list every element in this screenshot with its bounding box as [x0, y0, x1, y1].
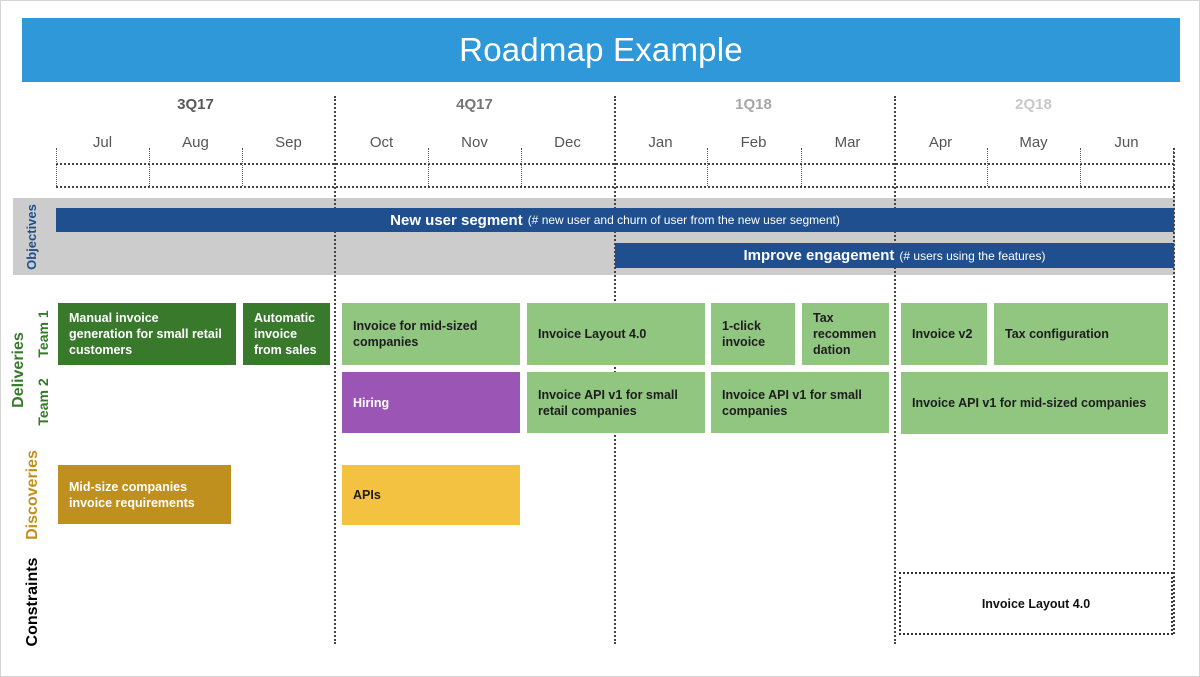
delivery-api-small-retail: Invoice API v1 for small retail companie… — [527, 372, 705, 433]
month-tick — [801, 148, 802, 186]
month-tick — [521, 148, 522, 186]
quarter-divider — [614, 96, 616, 644]
delivery-invoice-v2: Invoice v2 — [901, 303, 987, 365]
objective-title: Improve engagement — [743, 247, 895, 264]
delivery-label: Hiring — [353, 395, 390, 410]
delivery-invoice-mid-sized: Invoice for mid-sized companies — [342, 303, 520, 365]
delivery-automatic-invoice: Automatic invoice from sales — [243, 303, 330, 365]
row-label-discoveries: Discoveries — [24, 450, 41, 540]
delivery-label: Invoice v2 — [912, 327, 973, 341]
month-may: May — [1019, 134, 1048, 151]
delivery-label: Invoice API v1 for small retail companie… — [538, 387, 678, 418]
objective-note: (# new user and churn of user from the n… — [527, 213, 840, 227]
discovery-mid-size-requirements: Mid-size companies invoice requirements — [58, 465, 231, 524]
constraint-invoice-layout: Invoice Layout 4.0 — [899, 572, 1173, 635]
delivery-label: Invoice Layout 4.0 — [538, 327, 647, 341]
month-apr: Apr — [928, 134, 953, 151]
delivery-manual-invoice: Manual invoice generation for small reta… — [58, 303, 236, 365]
month-oct: Oct — [369, 134, 394, 151]
month-tick — [56, 148, 57, 186]
quarter-2q18: 2Q18 — [1015, 96, 1052, 113]
month-aug: Aug — [182, 134, 209, 151]
delivery-api-small-companies: Invoice API v1 for small companies — [711, 372, 889, 433]
delivery-tax-configuration: Tax configuration — [994, 303, 1168, 365]
delivery-one-click-invoice: 1-click invoice — [711, 303, 795, 365]
month-sep: Sep — [275, 134, 302, 151]
month-tick — [428, 148, 429, 186]
discovery-apis: APIs — [342, 465, 520, 525]
month-dec: Dec — [554, 134, 581, 151]
delivery-label: Automatic invoice from sales — [254, 311, 317, 357]
month-mar: Mar — [834, 134, 861, 151]
month-jun: Jun — [1114, 134, 1139, 151]
quarter-divider — [1173, 148, 1175, 634]
quarter-1q18: 1Q18 — [735, 96, 772, 113]
delivery-label: Invoice API v1 for small companies — [722, 387, 862, 418]
discovery-label: Mid-size companies invoice requirements — [69, 479, 195, 510]
objective-improve-engagement: Improve engagement (# users using the fe… — [615, 243, 1174, 268]
objective-new-user-segment: New user segment (# new user and churn o… — [56, 208, 1174, 232]
objective-title: New user segment — [390, 211, 523, 229]
quarter-divider — [334, 96, 336, 644]
objective-note: (# users using the features) — [899, 248, 1046, 263]
page-title: Roadmap Example — [459, 31, 743, 68]
month-tick — [1080, 148, 1081, 186]
title-bar: Roadmap Example — [22, 18, 1180, 82]
row-label-objectives: Objectives — [24, 204, 39, 270]
month-nov: Nov — [461, 134, 488, 151]
delivery-label: Invoice for mid-sized companies — [353, 319, 478, 349]
month-feb: Feb — [740, 134, 767, 151]
delivery-label: 1-click invoice — [722, 319, 766, 349]
month-tick — [242, 148, 243, 186]
row-label-team1: Team 1 — [35, 310, 51, 358]
quarter-divider — [894, 96, 896, 644]
row-label-deliveries: Deliveries — [10, 332, 27, 408]
delivery-label: Tax recommen dation — [813, 311, 877, 357]
delivery-tax-recommendation: Tax recommen dation — [802, 303, 889, 365]
quarter-3q17: 3Q17 — [177, 96, 214, 113]
row-label-constraints: Constraints — [24, 557, 41, 647]
delivery-hiring: Hiring — [342, 372, 520, 433]
quarter-4q17: 4Q17 — [456, 96, 493, 113]
delivery-label: Invoice API v1 for mid-sized companies — [912, 396, 1147, 410]
delivery-label: Manual invoice generation for small reta… — [69, 311, 222, 357]
delivery-api-mid-sized: Invoice API v1 for mid-sized companies — [901, 372, 1168, 434]
constraint-label: Invoice Layout 4.0 — [981, 596, 1091, 611]
month-tick — [987, 148, 988, 186]
month-jan: Jan — [648, 134, 673, 151]
month-tick — [149, 148, 150, 186]
month-jul: Jul — [92, 134, 113, 151]
month-tick — [707, 148, 708, 186]
row-label-team2: Team 2 — [35, 378, 51, 426]
delivery-invoice-layout: Invoice Layout 4.0 — [527, 303, 705, 365]
discovery-label: APIs — [353, 488, 381, 502]
delivery-label: Tax configuration — [1005, 327, 1109, 341]
